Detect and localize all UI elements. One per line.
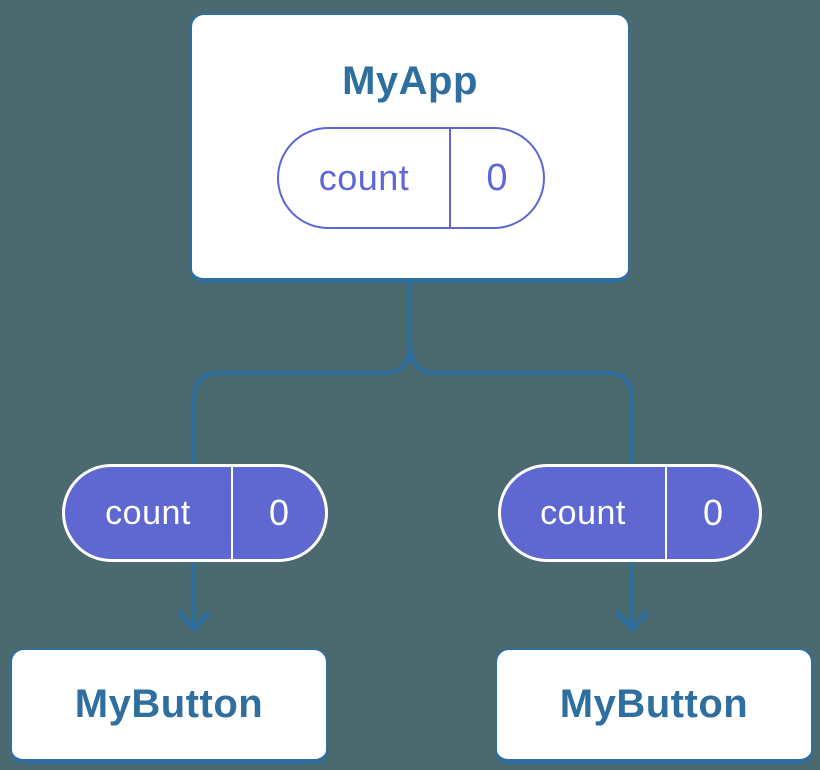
right-arrowhead-icon: [615, 610, 649, 632]
pill-divider: [231, 467, 233, 559]
left-prop-pill: count 0: [62, 464, 328, 562]
right-prop-value-label: 0: [702, 492, 724, 533]
state-pill: count 0: [277, 127, 545, 229]
right-child-component-title: MyButton: [559, 682, 749, 726]
left-child-component-title: MyButton: [74, 682, 264, 726]
left-branch-line: [192, 339, 412, 628]
left-child-component-card: MyButton: [10, 648, 328, 764]
state-value-label: 0: [486, 156, 508, 199]
right-prop-name-label: count: [540, 493, 626, 532]
state-name-label: count: [318, 157, 410, 198]
root-component-card: MyApp count 0: [190, 13, 630, 283]
left-prop-value-label: 0: [268, 492, 290, 533]
left-prop-name-label: count: [105, 493, 191, 532]
right-child-component-card: MyButton: [495, 648, 813, 764]
right-branch-line: [408, 339, 634, 628]
left-arrowhead-icon: [177, 610, 211, 632]
right-prop-pill: count 0: [498, 464, 762, 562]
pill-divider: [665, 467, 667, 559]
pill-divider: [449, 129, 451, 227]
root-component-title: MyApp: [342, 59, 478, 103]
